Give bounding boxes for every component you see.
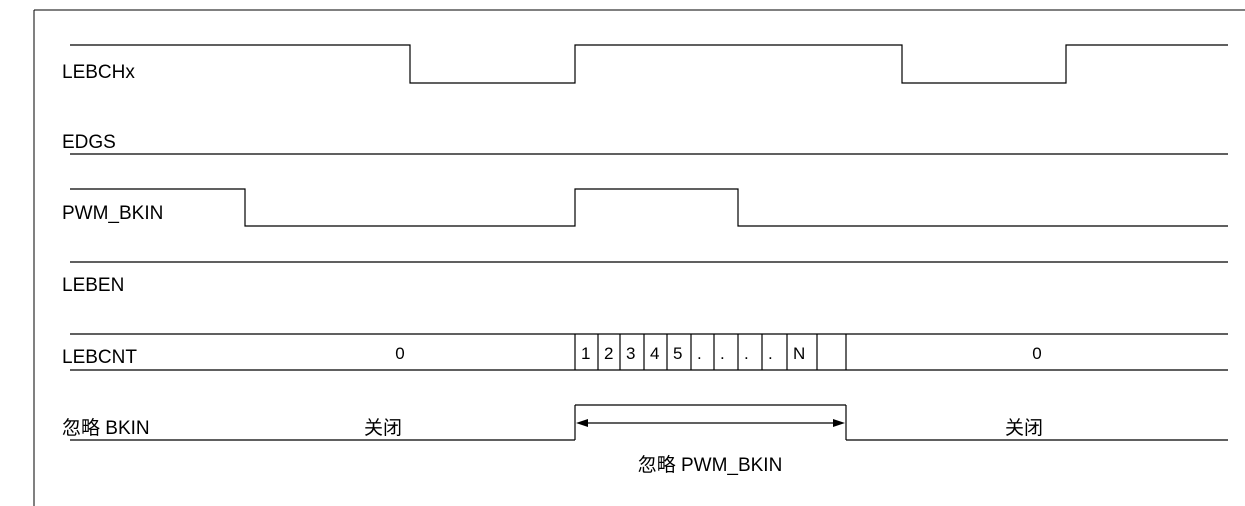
count-cell-value: 2 bbox=[604, 344, 613, 363]
ignore-bkin-row: 关闭 关闭 忽略 PWM_BKIN bbox=[70, 404, 1228, 476]
count-cell-value: 5 bbox=[673, 344, 682, 363]
label-pwm-bkin: PWM_BKIN bbox=[62, 203, 163, 224]
label-lebchx: LEBCHx bbox=[62, 62, 135, 83]
count-cell-value: N bbox=[793, 344, 805, 363]
ignore-right-state: 关闭 bbox=[1005, 417, 1043, 439]
waveform-lebchx bbox=[70, 44, 1228, 84]
lebcnt-right-value: 0 bbox=[1032, 344, 1041, 363]
lebcnt-left-value: 0 bbox=[395, 344, 404, 363]
waveform-pwm-bkin bbox=[70, 188, 1228, 227]
label-edgs: EDGS bbox=[62, 132, 116, 153]
label-lebcnt: LEBCNT bbox=[62, 347, 137, 368]
count-cell-value: 4 bbox=[650, 344, 659, 363]
ignore-window-arrow-right bbox=[833, 419, 845, 427]
label-ignore-bkin: 忽略 BKIN bbox=[62, 417, 150, 439]
count-cell-value: . bbox=[697, 344, 702, 363]
label-leben: LEBEN bbox=[62, 275, 124, 296]
count-cell-value: 1 bbox=[581, 344, 590, 363]
ignore-window-label: 忽略 PWM_BKIN bbox=[638, 454, 783, 476]
ignore-window-arrow-left bbox=[576, 419, 588, 427]
count-cell-value: 3 bbox=[626, 344, 635, 363]
count-cell-value: . bbox=[744, 344, 749, 363]
count-cell-value: . bbox=[768, 344, 773, 363]
count-cell-value: . bbox=[720, 344, 725, 363]
ignore-left-state: 关闭 bbox=[364, 417, 402, 439]
